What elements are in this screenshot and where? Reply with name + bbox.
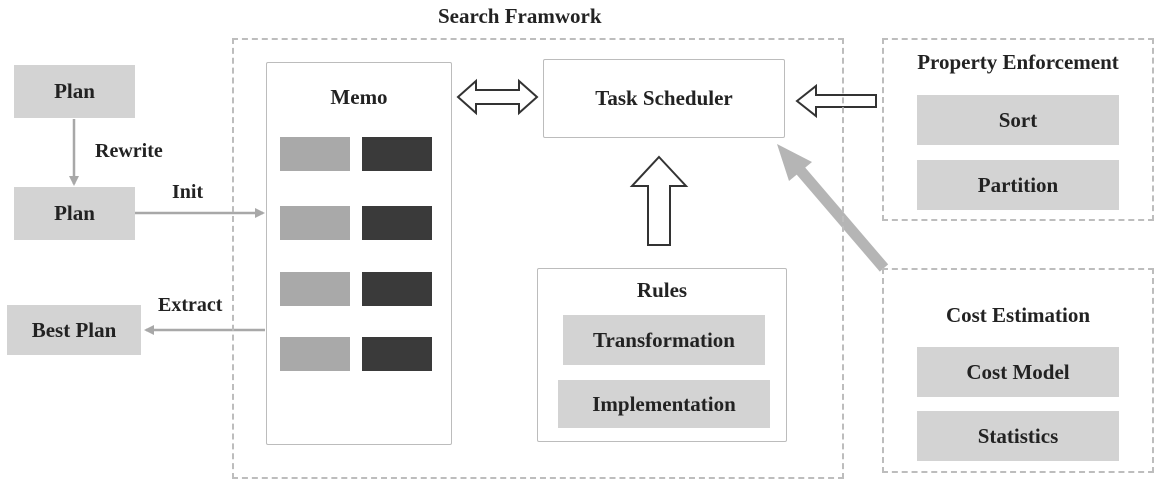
memo-expression-block bbox=[362, 272, 432, 306]
best-plan-label: Best Plan bbox=[31, 317, 117, 342]
task-scheduler-box: Task Scheduler bbox=[543, 59, 785, 138]
task-scheduler-label: Task Scheduler bbox=[595, 86, 733, 110]
plan-top-label: Plan bbox=[54, 79, 95, 103]
cost-estimation-region bbox=[882, 268, 1154, 473]
memo-panel: Memo bbox=[266, 62, 452, 445]
init-label: Init bbox=[172, 181, 204, 203]
plan-box-mid: Plan bbox=[14, 187, 135, 240]
memo-group-block bbox=[280, 137, 350, 171]
memo-group-block bbox=[280, 272, 350, 306]
rule-implementation-box: Implementation bbox=[558, 380, 770, 428]
extract-label: Extract bbox=[158, 294, 223, 316]
memo-expression-block bbox=[362, 206, 432, 240]
memo-group-block bbox=[280, 337, 350, 371]
memo-expression-block bbox=[362, 137, 432, 171]
property-enforcement-region bbox=[882, 38, 1154, 221]
plan-mid-label: Plan bbox=[54, 201, 95, 225]
property-partition-box: Partition bbox=[917, 160, 1119, 210]
property-partition-label: Partition bbox=[977, 172, 1059, 197]
rule-transformation-box: Transformation bbox=[563, 315, 765, 365]
plan-box-top: Plan bbox=[14, 65, 135, 118]
cost-model-label: Cost Model bbox=[966, 359, 1070, 384]
statistics-label: Statistics bbox=[977, 423, 1059, 448]
rule-transformation-label: Transformation bbox=[593, 327, 735, 352]
rule-implementation-label: Implementation bbox=[592, 391, 736, 416]
rules-title: Rules bbox=[636, 278, 688, 302]
search-framework-region bbox=[232, 38, 844, 479]
memo-group-block bbox=[280, 206, 350, 240]
cost-estimation-title: Cost Estimation bbox=[945, 303, 1091, 327]
property-sort-box: Sort bbox=[917, 95, 1119, 145]
statistics-box: Statistics bbox=[917, 411, 1119, 461]
memo-expression-block bbox=[362, 337, 432, 371]
memo-title: Memo bbox=[330, 85, 388, 109]
rewrite-label: Rewrite bbox=[95, 140, 163, 162]
property-enforcement-title: Property Enforcement bbox=[917, 50, 1119, 74]
cost-model-box: Cost Model bbox=[917, 347, 1119, 397]
best-plan-box: Best Plan bbox=[7, 305, 141, 355]
framework-title: Search Framwork bbox=[438, 4, 602, 28]
property-sort-label: Sort bbox=[998, 107, 1038, 132]
